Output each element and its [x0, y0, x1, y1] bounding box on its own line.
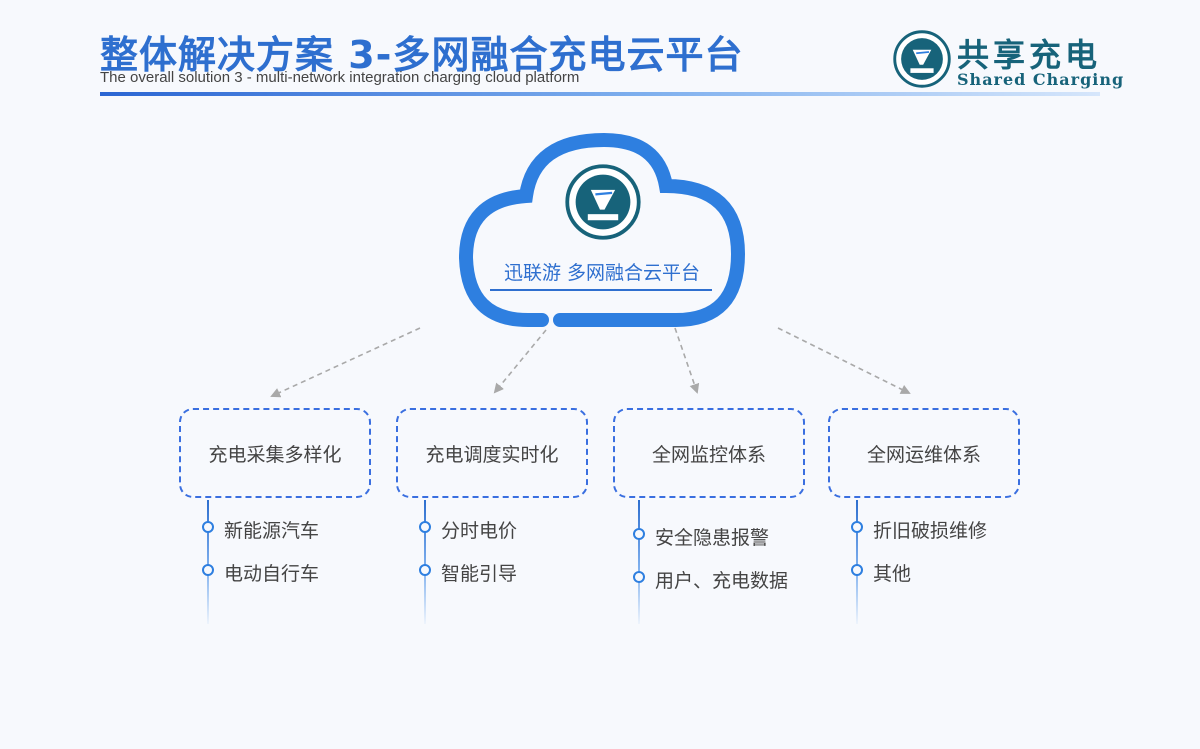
category-1-timeline [207, 500, 209, 624]
category-4-item-1: 折旧破损维修 [873, 520, 988, 542]
arrow-to-category-2 [493, 329, 547, 394]
cloud-label-underline [490, 289, 712, 291]
page-subtitle: The overall solution 3 - multi-network i… [100, 69, 580, 86]
circle-bullet-icon [633, 528, 645, 540]
circle-bullet-icon [419, 521, 431, 533]
xunlianyou-logo-icon [893, 30, 951, 88]
circle-bullet-icon [851, 564, 863, 576]
arrow-to-category-3 [674, 327, 700, 394]
category-3-timeline [638, 500, 640, 624]
arrow-to-category-4 [777, 327, 911, 394]
cloud-icon [458, 132, 746, 327]
circle-bullet-icon [633, 571, 645, 583]
brand-name-en: Shared Charging [957, 70, 1125, 89]
circle-bullet-icon [202, 564, 214, 576]
circle-bullet-icon [851, 521, 863, 533]
category-1-item-1: 新能源汽车 [224, 520, 320, 542]
title-divider [100, 92, 1100, 96]
brand-name-cn: 共享充电 [957, 36, 1102, 74]
category-box-4: 全网运维体系 [828, 408, 1020, 498]
page-title: 整体解决方案 3-多网融合充电云平台 [100, 33, 744, 77]
arrow-to-category-1 [270, 327, 421, 398]
category-box-2: 充电调度实时化 [396, 408, 588, 498]
category-4-timeline [856, 500, 858, 624]
circle-bullet-icon [419, 564, 431, 576]
category-box-1: 充电采集多样化 [179, 408, 371, 498]
cloud-platform-label: 迅联游 多网融合云平台 [503, 262, 701, 284]
category-3-item-2: 用户、充电数据 [655, 570, 789, 592]
category-2-item-1: 分时电价 [441, 520, 518, 542]
category-2-item-2: 智能引导 [441, 563, 518, 585]
category-1-item-2: 电动自行车 [224, 563, 320, 585]
category-2-timeline [424, 500, 426, 624]
category-4-item-2: 其他 [873, 563, 912, 585]
category-box-3: 全网监控体系 [613, 408, 805, 498]
cloud-logo-icon [565, 164, 641, 240]
category-3-item-1: 安全隐患报警 [655, 527, 770, 549]
circle-bullet-icon [202, 521, 214, 533]
